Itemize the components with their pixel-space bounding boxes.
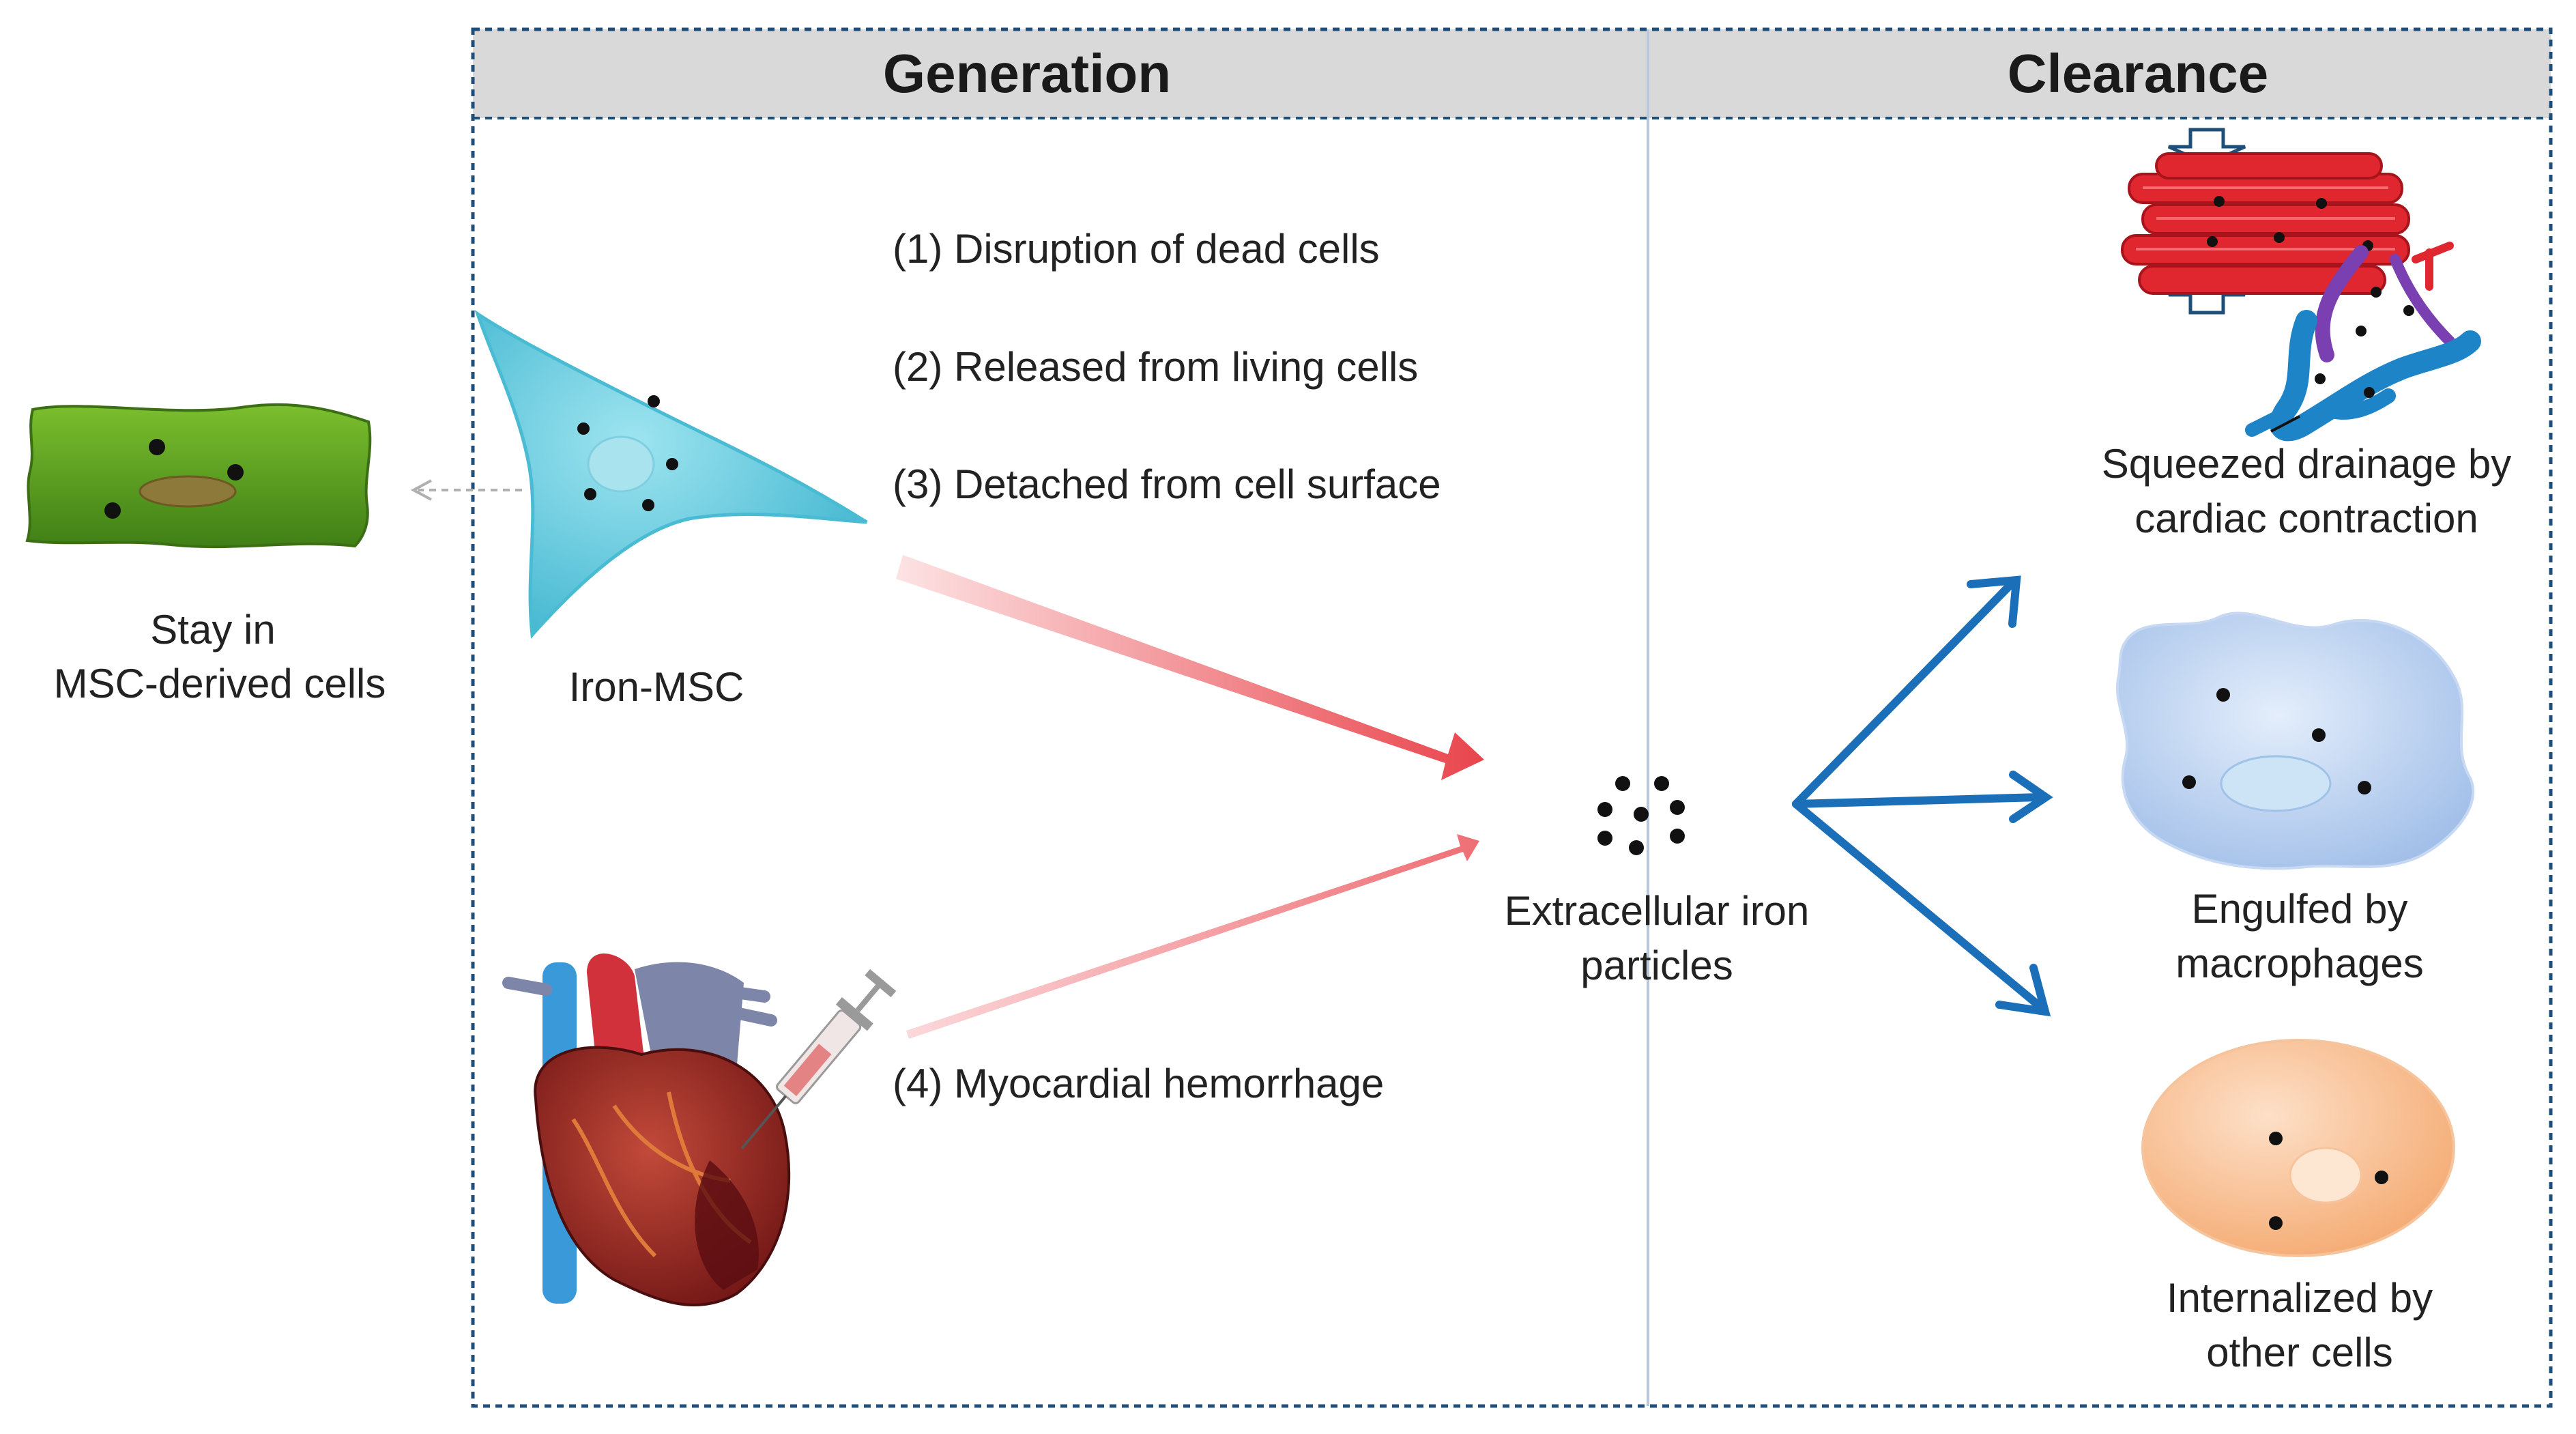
dashed-return-arrow [410, 479, 522, 501]
clearance-arrows [1792, 575, 2053, 1017]
other-cell-icon [2141, 1039, 2455, 1257]
clearance-arrow-drainage [1792, 582, 2014, 808]
drainage-label-line1: Squeezed drainage by [2102, 441, 2511, 487]
mechanism-3: (3) Detached from cell surface [893, 461, 1441, 507]
msc-derived-cell-icon [25, 403, 372, 549]
macrophage-label-line2: macrophages [2175, 941, 2424, 986]
iron-particles-icon [1597, 776, 1685, 855]
iron-msc-cell-icon [474, 309, 868, 639]
stay-caption-line2: MSC-derived cells [54, 661, 386, 706]
particles-label-line2: particles [1580, 943, 1733, 988]
iron-msc-label: Iron-MSC [569, 664, 744, 710]
macrophage-label-line1: Engulfed by [2192, 886, 2408, 932]
drainage-label-line2: cardiac contraction [2134, 496, 2478, 541]
header-bar [473, 29, 2551, 118]
particles-label-line1: Extracellular iron [1505, 888, 1810, 934]
clearance-arrow-macrophage-head [2009, 771, 2053, 823]
macrophage-icon [2115, 612, 2475, 870]
injected-heart-icon [502, 953, 897, 1307]
generation-arrow-from-heart [906, 834, 1479, 1039]
clearance-arrow-other-head [1995, 964, 2051, 1017]
frame-border [471, 27, 2553, 1408]
other-cells-label-line1: Internalized by [2167, 1275, 2433, 1321]
other-cells-label-line2: other cells [2206, 1330, 2392, 1375]
clearance-arrow-other [1792, 800, 2044, 1011]
clearance-arrow-drainage-head [1967, 575, 2021, 628]
mechanism-4: (4) Myocardial hemorrhage [893, 1061, 1384, 1106]
mechanism-2: (2) Released from living cells [893, 344, 1418, 390]
clearance-header: Clearance [2008, 43, 2268, 104]
clearance-arrow-macrophage [1792, 793, 2044, 808]
stay-caption-line1: Stay in [150, 607, 275, 653]
mechanism-1: (1) Disruption of dead cells [893, 226, 1380, 272]
myofiber-vessel-icon [2121, 128, 2481, 442]
generation-arrow-from-msc [896, 555, 1484, 780]
generation-header: Generation [883, 43, 1171, 104]
main-frame [471, 27, 2553, 1408]
